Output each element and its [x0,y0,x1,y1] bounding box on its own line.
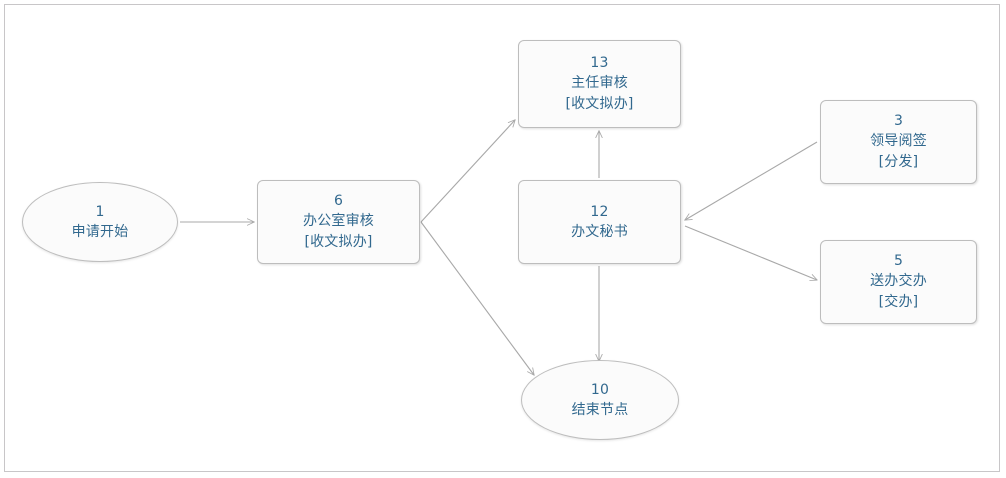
node-6-office-review[interactable]: 6 办公室审核 [收文拟办] [257,180,420,264]
node-10-id: 10 [590,381,610,398]
node-12-label: 办文秘书 [571,223,628,240]
node-3-label: 领导阅签 [870,133,927,149]
node-13-id: 13 [590,55,609,71]
node-5-dispatch[interactable]: 5 送办交办 [交办] [820,240,977,324]
node-1-id: 1 [95,203,105,220]
node-6-id: 6 [333,193,344,209]
node-13-sublabel: [收文拟办] [565,96,634,112]
node-6-label: 办公室审核 [303,213,374,229]
node-1-label: 申请开始 [71,223,129,240]
node-12-id: 12 [590,203,609,220]
node-13-label: 主任审核 [571,75,628,91]
node-12-secretary[interactable]: 12 办文秘书 [518,180,681,264]
edge-12-to-5 [684,225,817,280]
node-1-start[interactable]: 1 申请开始 [22,182,178,262]
node-5-sublabel: [交办] [878,294,919,310]
node-3-leader-sign[interactable]: 3 领导阅签 [分发] [820,100,977,184]
node-5-id: 5 [893,253,904,269]
node-3-sublabel: [分发] [878,154,919,170]
edge-3-to-12 [685,141,818,220]
node-6-sublabel: [收文拟办] [304,234,373,250]
edge-6-to-13 [420,120,515,223]
node-13-director-review[interactable]: 13 主任审核 [收文拟办] [518,40,681,128]
node-5-label: 送办交办 [870,273,927,289]
node-10-end[interactable]: 10 结束节点 [521,360,679,440]
node-3-id: 3 [893,113,904,129]
node-10-label: 结束节点 [571,401,629,418]
edge-6-to-10 [420,221,534,375]
